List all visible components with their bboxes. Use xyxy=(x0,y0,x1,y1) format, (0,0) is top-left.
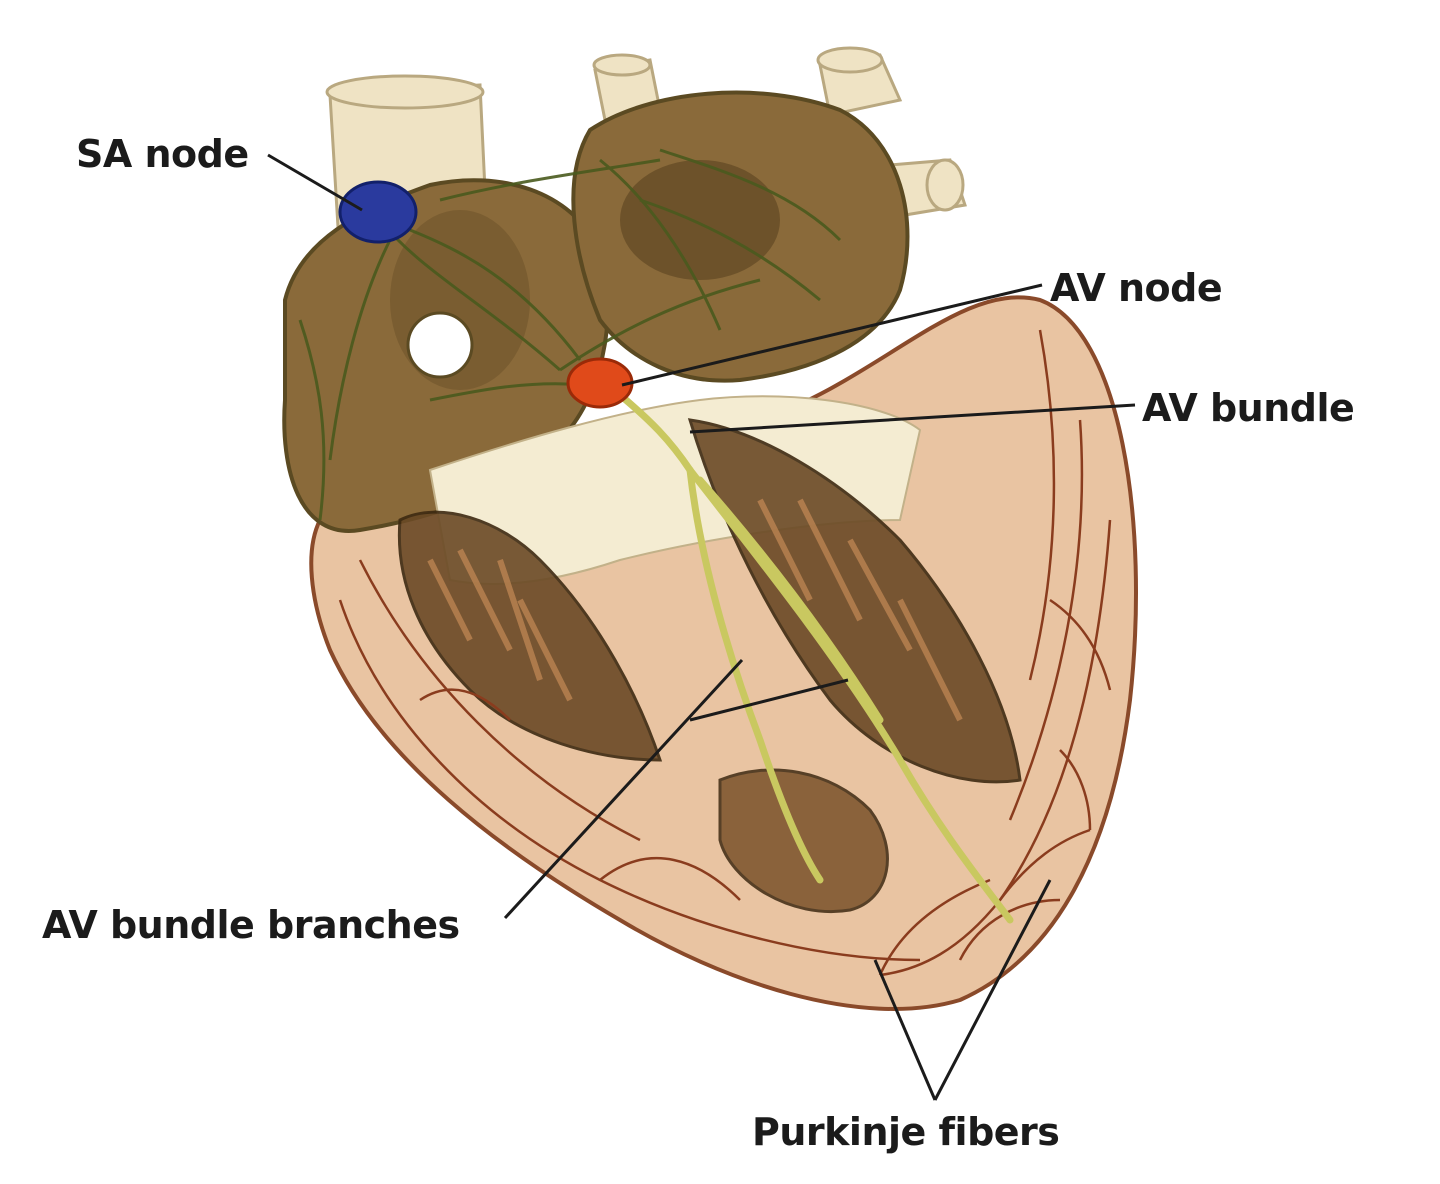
av-node-leader xyxy=(621,283,1043,387)
av-bundle-branches-label: AV bundle branches xyxy=(42,903,460,947)
purkinje-leader-right xyxy=(933,879,1052,1101)
right-ventricle-chamber xyxy=(397,510,663,762)
av-node-label: AV node xyxy=(1050,266,1223,310)
vessel-1-opening xyxy=(592,53,652,77)
vessel-2-opening xyxy=(816,46,884,74)
left-atrium-cavity xyxy=(620,160,780,280)
atrial-conduction-network xyxy=(298,148,842,521)
coronary-sinus-opening xyxy=(406,311,474,379)
right-ventricle-trabeculae xyxy=(427,548,573,702)
av-node-structure xyxy=(566,357,634,409)
left-ventricle-chamber xyxy=(687,418,1022,784)
superior-vena-cava-opening xyxy=(325,74,485,110)
sa-node-structure xyxy=(338,180,418,244)
atrioventricular-septum xyxy=(428,395,922,585)
purkinje-network xyxy=(338,329,1112,977)
av-bundle-label: AV bundle xyxy=(1142,386,1355,430)
ventricle-chambers xyxy=(397,418,1022,913)
apical-chamber xyxy=(718,768,889,913)
av-bundle-and-branches xyxy=(616,391,1014,924)
av-bundle-branches-leader-2 xyxy=(689,678,849,722)
av-bundle-branches-leader-1 xyxy=(503,658,744,920)
purkinje-leader-left xyxy=(873,959,937,1101)
sa-node-label: SA node xyxy=(76,132,249,176)
left-ventricle-trabeculae xyxy=(757,498,963,722)
left-bundle-branch xyxy=(686,466,1014,924)
purkinje-fibers-label: Purkinje fibers xyxy=(752,1110,1060,1154)
left-bundle-branch-2 xyxy=(696,476,884,724)
av-bundle-leader xyxy=(689,403,1136,434)
pulmonary-vein-opening xyxy=(925,158,965,212)
leader-lines xyxy=(267,153,1136,1101)
sa-node-leader xyxy=(267,153,363,212)
right-bundle-branch xyxy=(686,466,824,884)
av-bundle xyxy=(616,391,694,474)
